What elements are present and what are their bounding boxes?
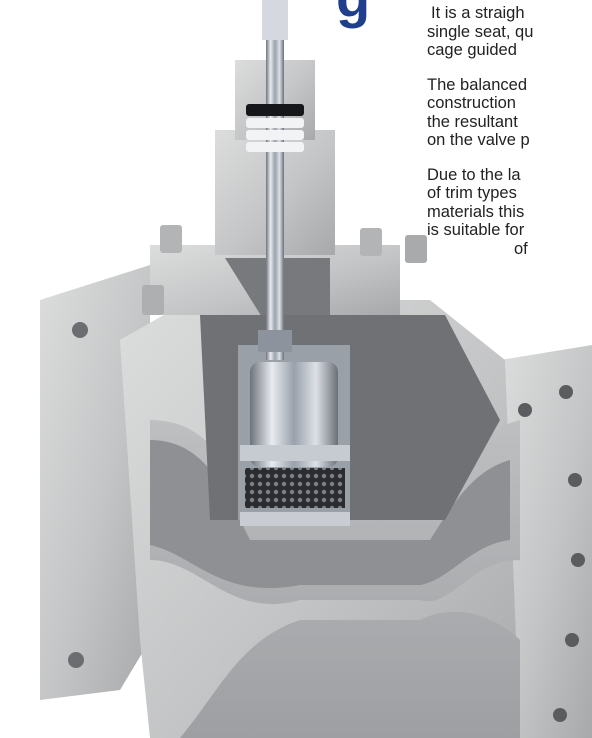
bonnet-bolt [405, 235, 427, 263]
text-line: of [514, 239, 528, 258]
packing-ring-black [246, 104, 304, 116]
plug-seal-ring [240, 445, 350, 461]
flange-bolt-hole [571, 553, 585, 567]
text-line: of trim types [427, 184, 517, 202]
packing-ring-white [246, 118, 304, 128]
flange-bolt-hole [553, 708, 567, 722]
paragraph-2: The balanced construction the resultant … [427, 76, 592, 150]
paragraph-1: It is a straigh single seat, qu cage gui… [427, 4, 592, 60]
text-line: Due to the la [427, 165, 521, 184]
packing-ring-white [246, 130, 304, 140]
bonnet-bolt [160, 225, 182, 253]
text-line: is suitable for [427, 221, 525, 239]
bonnet-bolt [360, 228, 382, 256]
flange-bolt-hole [518, 403, 532, 417]
text-line: on the valve p [427, 131, 530, 149]
flange-bolt-hole [68, 652, 84, 668]
valve-stem [266, 0, 284, 360]
valve-plug [250, 362, 338, 467]
description-text: It is a straigh single seat, qu cage gui… [427, 4, 592, 274]
flange-bolt-hole [565, 633, 579, 647]
text-line: single seat, qu [427, 22, 534, 41]
flow-passage-inner [150, 440, 510, 589]
text-line: The balanced [427, 75, 527, 94]
flange-bolt-hole [559, 385, 573, 399]
stem-top [262, 0, 288, 40]
text-line: It is a straigh [431, 4, 525, 22]
flange-bolt-hole [568, 473, 582, 487]
text-line: materials this [427, 202, 525, 221]
cage-windows [245, 468, 345, 508]
stem-connector [258, 330, 292, 352]
bonnet-bolt [142, 285, 164, 315]
heading-fragment: g [336, 0, 370, 26]
text-line: the resultant [427, 112, 518, 131]
valve-seat [240, 512, 350, 526]
packing-ring-white [246, 142, 304, 152]
text-line: cage guided [427, 41, 517, 59]
paragraph-3: Due to the la of trim types materials th… [427, 166, 592, 259]
flange-bolt-hole [72, 322, 88, 338]
text-line: construction [427, 94, 516, 112]
